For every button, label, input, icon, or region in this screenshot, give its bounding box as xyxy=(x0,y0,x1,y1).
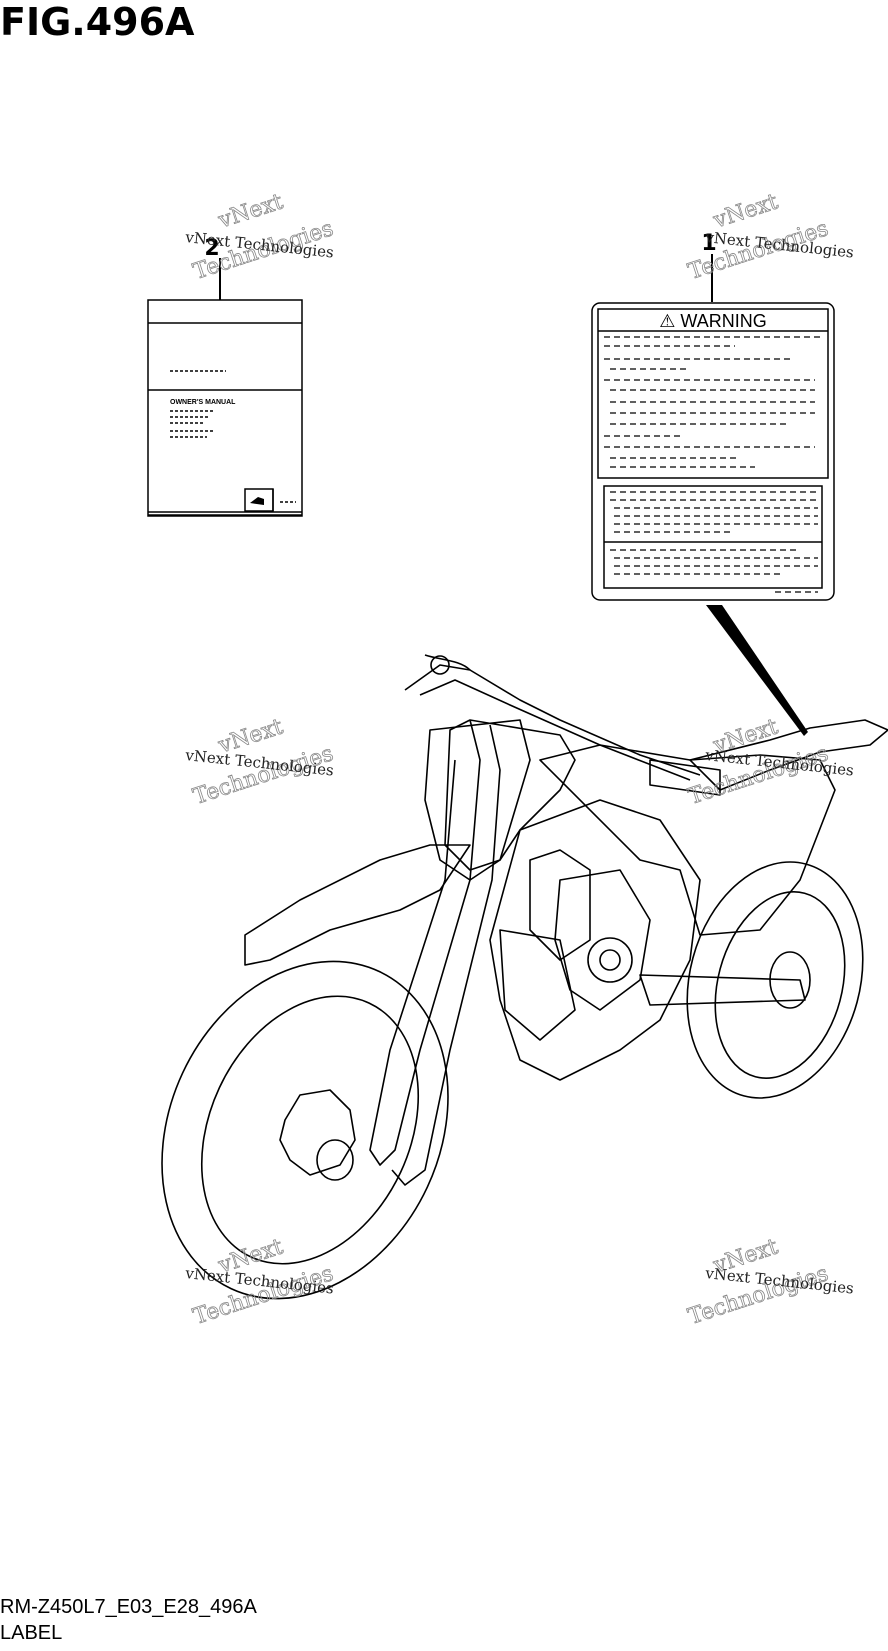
warning-heading: ⚠ WARNING xyxy=(659,311,766,331)
svg-text:vNext: vNext xyxy=(215,189,287,234)
callout-number-2: 2 xyxy=(204,236,219,261)
manual-logo-icon xyxy=(250,497,264,505)
svg-text:vNext: vNext xyxy=(710,189,782,234)
motorcycle-drawing xyxy=(161,654,888,1300)
figure-title: FIG.496A xyxy=(0,0,195,44)
warning-label-drawing xyxy=(591,302,835,601)
callout-1[interactable]: 1 xyxy=(701,231,717,302)
manual-title: OWNER'S MANUAL xyxy=(170,399,236,406)
owners-manual-drawing xyxy=(147,299,303,517)
figure-code: RM-Z450L7_E03_E28_496A xyxy=(0,1596,257,1618)
callout-2[interactable]: 2 xyxy=(204,236,221,300)
watermark: vNext Technologies xyxy=(685,189,832,285)
watermark-small-group: vNext Technologies vNext Technologies vN… xyxy=(184,228,855,1298)
label-location-arrow xyxy=(706,605,808,736)
callout-number-1: 1 xyxy=(701,231,716,256)
section-name: LABEL xyxy=(0,1622,63,1644)
